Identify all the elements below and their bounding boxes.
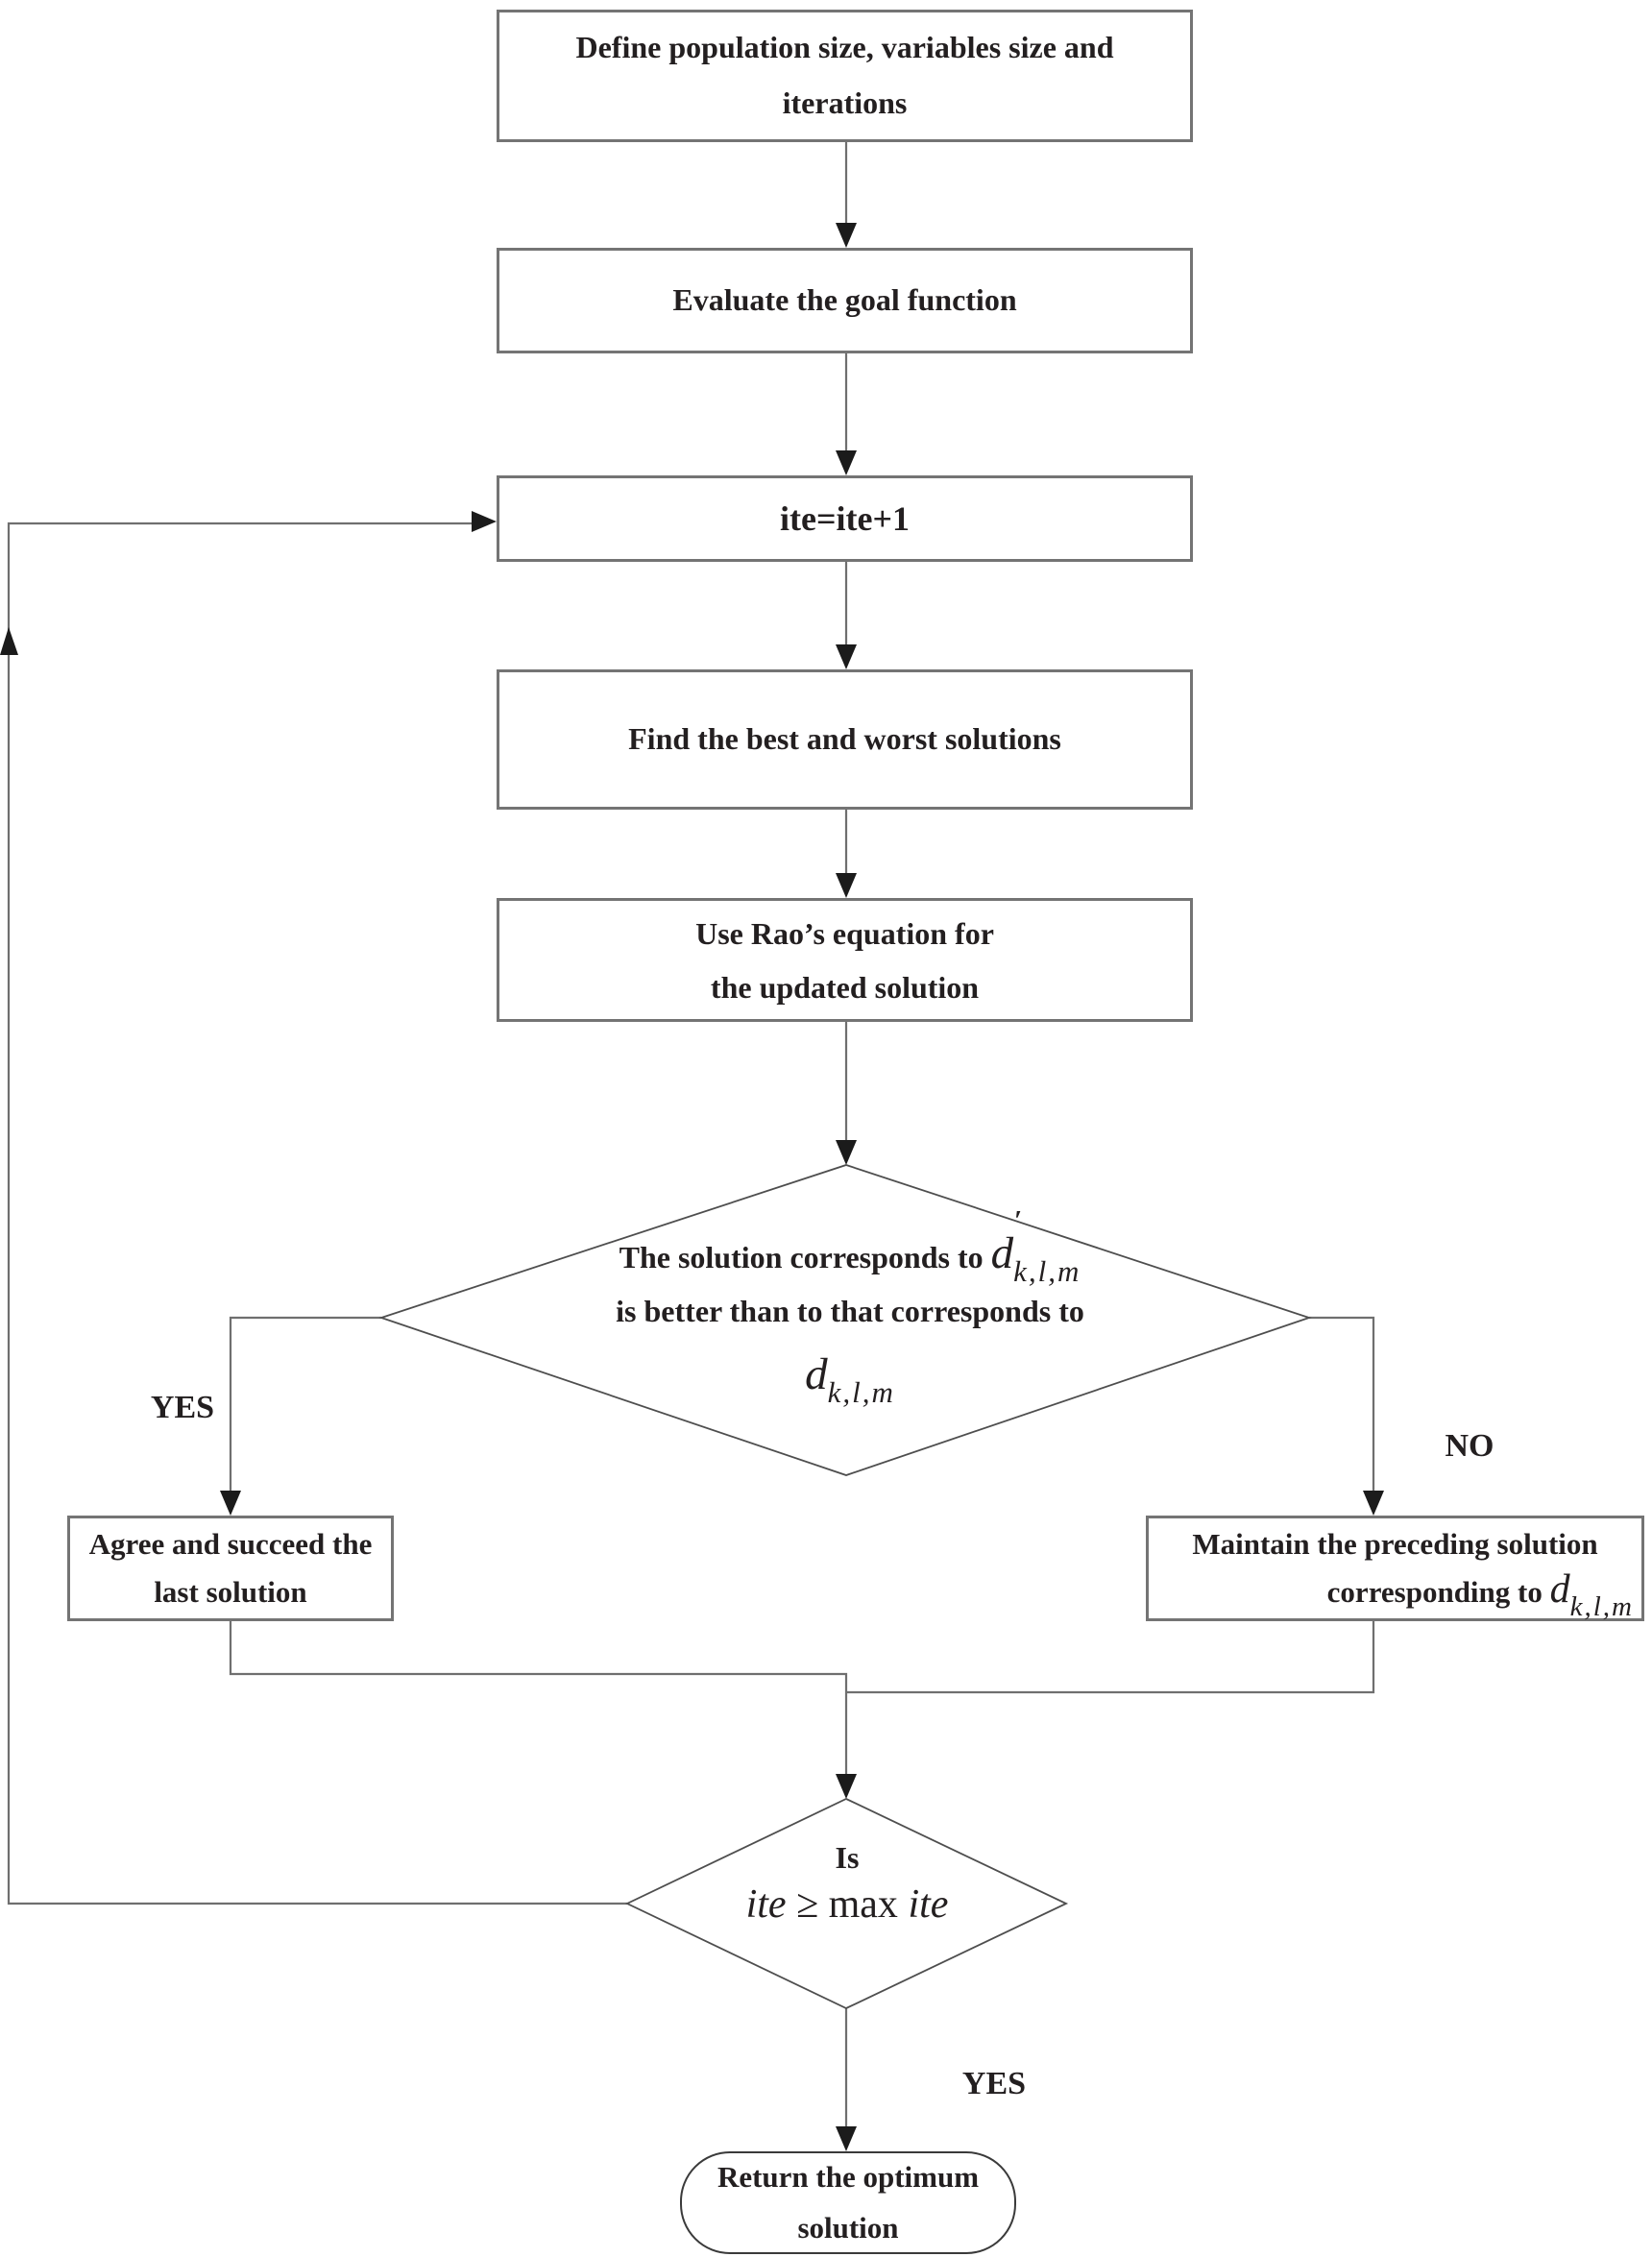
math-prime: ′ <box>1014 1205 1023 1236</box>
node-maintain-line2: corresponding to dk,l,m <box>1326 1568 1641 1621</box>
node-agree-line2: last solution <box>154 1575 307 1609</box>
math-symbol-d: d <box>805 1348 828 1399</box>
math-ite: ite <box>908 1881 949 1927</box>
decision-compare-line1: The solution corresponds to d′ k,l,m <box>413 1207 1287 1287</box>
arrowhead-into-evaluate <box>836 223 857 248</box>
node-find-best: Find the best and worst solutions <box>497 669 1193 810</box>
math-subscript: k,l,m <box>827 1374 895 1409</box>
edge-decision1-no <box>1309 1316 1375 1508</box>
decision-stop-line2: ite ≥ max ite <box>653 1881 1041 1928</box>
node-find-best-label: Find the best and worst solutions <box>628 721 1061 757</box>
edge-decision2-no-loop <box>7 522 627 1905</box>
node-rao: Use Rao’s equation for the updated solut… <box>497 898 1193 1022</box>
arrowhead-into-agree <box>220 1491 241 1516</box>
node-iterate: ite=ite+1 <box>497 475 1193 562</box>
math-geq: ≥ <box>796 1881 819 1927</box>
label-yes-stop: YES <box>961 2066 1027 2101</box>
decision-stop-line1: Is <box>835 1840 860 1875</box>
arrowhead-into-terminator <box>836 2126 857 2151</box>
edge-agree-merge <box>229 1621 848 1692</box>
arrowhead-loop-up <box>0 627 18 655</box>
decision-stop-text: Is ite ≥ max ite <box>653 1840 1041 1928</box>
d-klm-expression: dk,l,m <box>805 1351 895 1407</box>
node-maintain: Maintain the preceding solution correspo… <box>1146 1516 1644 1621</box>
math-subscript: k,l,m <box>1013 1254 1081 1288</box>
node-return-line1: Return the optimum <box>717 2159 980 2194</box>
arrowhead-into-decision2 <box>836 1774 857 1799</box>
edge-decision1-yes <box>229 1316 381 1508</box>
d-prime-klm-expression: d′ k,l,m <box>991 1207 1081 1287</box>
node-agree-line1: Agree and succeed the <box>88 1527 373 1562</box>
node-rao-line1: Use Rao’s equation for <box>695 915 994 951</box>
decision-compare-line2: is better than to that corresponds to <box>616 1294 1084 1328</box>
edge-maintain-merge <box>846 1621 1375 1694</box>
arrowhead-into-decision1 <box>836 1140 857 1165</box>
node-define-line1: Define population size, variables size a… <box>575 30 1114 65</box>
arrowhead-into-maintain <box>1363 1491 1384 1516</box>
node-define-line2: iterations <box>782 85 908 120</box>
arrowhead-loop-into-iterate <box>472 511 497 532</box>
node-evaluate: Evaluate the goal function <box>497 248 1193 353</box>
decision-compare-text: The solution corresponds to d′k,l,m is b… <box>413 1207 1287 1407</box>
arrowhead-into-rao <box>836 873 857 898</box>
math-symbol-d: d <box>1549 1567 1570 1612</box>
node-rao-line2: the updated solution <box>710 969 980 1005</box>
arrowhead-into-find <box>836 644 857 669</box>
label-yes-compare: YES <box>150 1390 215 1425</box>
node-return: Return the optimum solution <box>680 2151 1016 2254</box>
decision-compare-line3: dk,l,m <box>413 1351 1287 1407</box>
decision-compare-line1-text: The solution corresponds to <box>619 1240 991 1274</box>
d-klm-expression: dk,l,m <box>1550 1569 1634 1621</box>
node-iterate-label: ite=ite+1 <box>780 498 910 538</box>
decision-stop-shape <box>624 1798 1069 2009</box>
arrowhead-into-iterate <box>836 450 857 475</box>
node-return-line2: solution <box>797 2210 899 2245</box>
node-define: Define population size, variables size a… <box>497 10 1193 142</box>
math-max: max <box>828 1881 898 1927</box>
node-maintain-line1: Maintain the preceding solution <box>1192 1527 1598 1562</box>
math-subscript: k,l,m <box>1569 1591 1634 1622</box>
node-evaluate-label: Evaluate the goal function <box>672 282 1017 318</box>
node-agree: Agree and succeed the last solution <box>67 1516 394 1621</box>
node-maintain-line2-text: corresponding to <box>1326 1575 1550 1609</box>
label-no-compare: NO <box>1445 1428 1494 1464</box>
math-symbol-d: d <box>990 1228 1014 1278</box>
decision-compare-shape <box>378 1164 1312 1476</box>
math-ite: ite <box>745 1881 787 1927</box>
